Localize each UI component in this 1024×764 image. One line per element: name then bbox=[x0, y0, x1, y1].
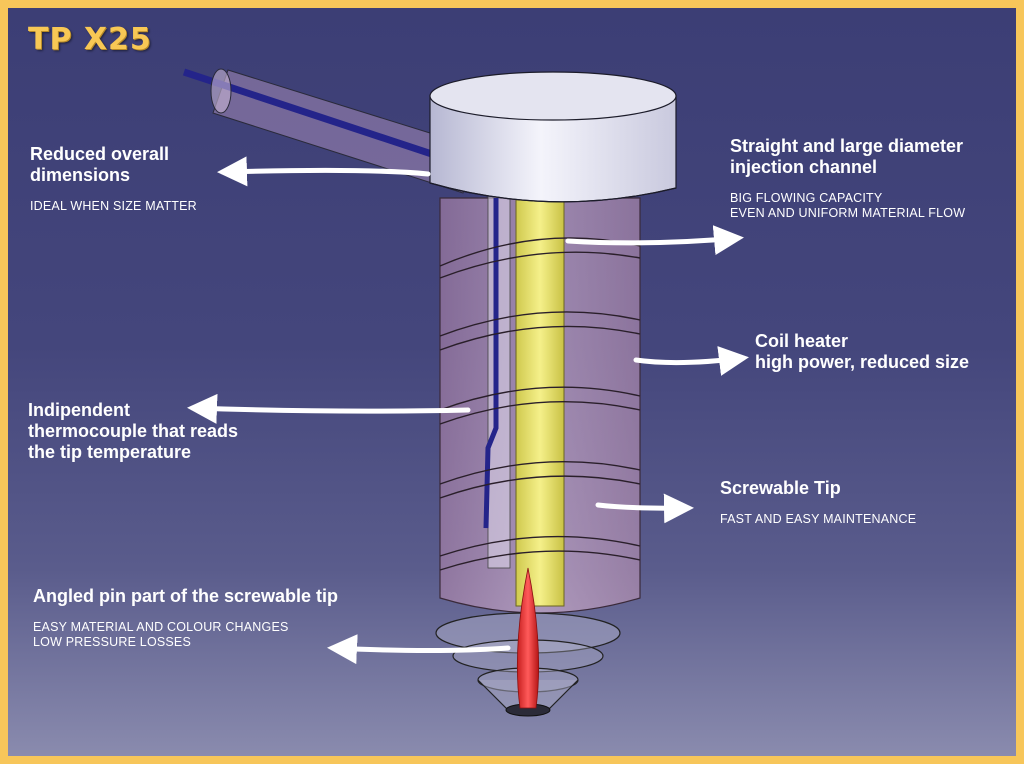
arrow-pin bbox=[327, 634, 511, 665]
callout-subtext: IDEAL WHEN SIZE MATTER bbox=[30, 199, 197, 214]
heading-line: Reduced overall bbox=[30, 144, 170, 164]
subtext-line: IDEAL WHEN SIZE MATTER bbox=[30, 199, 197, 213]
heading-line: thermocouple that reads bbox=[28, 421, 239, 441]
arrow-tip bbox=[595, 493, 694, 524]
diagram-panel: TP X25 Reduced overall dimensions IDEAL … bbox=[8, 8, 1016, 756]
arrow-reduced bbox=[217, 156, 431, 187]
callout-coil-heater: Coil heater high power, reduced size bbox=[755, 331, 969, 373]
callout-subtext: FAST AND EASY MAINTENANCE bbox=[720, 512, 916, 527]
coil-heater-rings bbox=[439, 237, 641, 571]
callout-reduced-dimensions: Reduced overall dimensions IDEAL WHEN SI… bbox=[30, 144, 197, 214]
subtext-line: FAST AND EASY MAINTENANCE bbox=[720, 512, 917, 526]
callout-subtext: BIG FLOWING CAPACITY EVEN AND UNIFORM MA… bbox=[730, 191, 965, 221]
heading-line: the tip temperature bbox=[28, 442, 192, 462]
arrow-thermocouple bbox=[187, 393, 471, 424]
heading-line: Screwable Tip bbox=[720, 478, 841, 498]
callout-screwable-tip: Screwable Tip FAST AND EASY MAINTENANCE bbox=[720, 478, 916, 527]
callout-subtext: EASY MATERIAL AND COLOUR CHANGES LOW PRE… bbox=[33, 620, 338, 650]
subtext-line: EVEN AND UNIFORM MATERIAL FLOW bbox=[730, 206, 966, 220]
heading-line: Coil heater bbox=[755, 331, 849, 351]
callout-heading: Angled pin part of the screwable tip bbox=[33, 586, 338, 607]
subtext-line: EASY MATERIAL AND COLOUR CHANGES bbox=[33, 620, 289, 634]
callout-injection-channel: Straight and large diameter injection ch… bbox=[730, 136, 965, 221]
heading-line: injection channel bbox=[730, 157, 878, 177]
subtext-line: BIG FLOWING CAPACITY bbox=[730, 191, 883, 205]
callout-heading: Indipendent thermocouple that reads the … bbox=[28, 400, 238, 463]
callout-heading: Screwable Tip bbox=[720, 478, 916, 499]
product-title: TP X25 bbox=[28, 22, 152, 57]
heading-line: high power, reduced size bbox=[755, 352, 970, 372]
arrow-coil bbox=[633, 346, 749, 376]
callout-heading: Reduced overall dimensions bbox=[30, 144, 197, 186]
callout-arrows bbox=[187, 156, 749, 665]
arrow-channel bbox=[565, 225, 744, 256]
nozzle-illustration bbox=[182, 68, 749, 717]
callout-heading: Coil heater high power, reduced size bbox=[755, 331, 969, 373]
heading-line: dimensions bbox=[30, 165, 131, 185]
heading-line: Angled pin part of the screwable tip bbox=[33, 586, 339, 606]
callout-heading: Straight and large diameter injection ch… bbox=[730, 136, 965, 178]
subtext-line: LOW PRESSURE LOSSES bbox=[33, 635, 192, 649]
top-cap bbox=[429, 71, 677, 203]
heater-body bbox=[435, 185, 641, 717]
heading-line: Straight and large diameter bbox=[730, 136, 964, 156]
callout-angled-pin: Angled pin part of the screwable tip EAS… bbox=[33, 586, 338, 650]
callout-thermocouple: Indipendent thermocouple that reads the … bbox=[28, 400, 238, 463]
heading-line: Indipendent bbox=[28, 400, 130, 420]
